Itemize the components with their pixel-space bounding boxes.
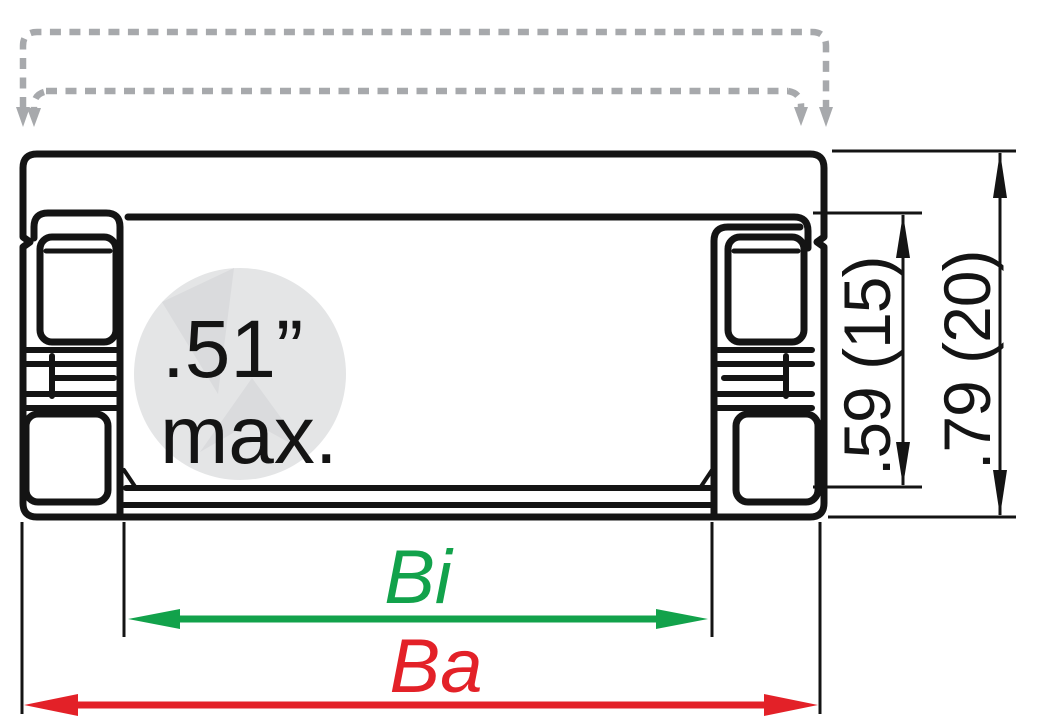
inner-width-ext-lines — [122, 522, 714, 637]
inner-width-arrow-right-icon — [656, 609, 708, 629]
watermark-facet-icon — [162, 268, 234, 394]
ghost-arrow-right-outer-icon — [819, 107, 833, 127]
ghost-arrow-left-inner-icon — [27, 108, 41, 127]
width-dimensions: Bi Ba — [20, 522, 822, 716]
shell-outline — [19, 150, 828, 521]
ghost-lid-left-curl — [30, 88, 46, 110]
ghost-lid-outline — [19, 28, 830, 108]
watermark-arrow-icon — [200, 378, 306, 452]
left-link-ribs — [23, 347, 121, 411]
right-link-neck — [721, 353, 789, 399]
opening-note — [134, 268, 346, 480]
ghost-lid-right-curl — [787, 87, 805, 110]
ghost-lid — [16, 28, 833, 127]
opening-note-text: .51” max. — [160, 304, 338, 481]
inner-height-label: .59 (15) — [830, 257, 904, 476]
inner-height-arrow-down-icon — [896, 442, 910, 486]
left-link-neck — [49, 353, 117, 399]
overall-height-arrow-up-icon — [993, 152, 1007, 198]
floor-chamfers — [122, 468, 714, 490]
overall-width-arrow-left-icon — [24, 694, 78, 716]
right-link-upper-pocket — [724, 233, 808, 346]
right-link-ribs — [715, 347, 815, 411]
overall-width-arrow-right-icon — [764, 694, 818, 716]
lid-hinge-left-wall — [30, 209, 124, 518]
height-dimensions: .59 (15) .79 (20) — [813, 149, 1016, 519]
inner-height-arrow-up-icon — [896, 214, 910, 258]
right-link-lower-pocket — [732, 410, 822, 506]
overall-width-ext-lines — [20, 522, 822, 714]
ghost-arrow-left-outer-icon — [16, 107, 30, 127]
chain-cross-section — [19, 150, 828, 521]
overall-width-label: Ba — [390, 624, 483, 709]
opening-note-line2: max. — [160, 390, 338, 481]
overall-height-label: .79 (20) — [930, 251, 1004, 470]
ghost-arrow-right-inner-icon — [794, 107, 808, 126]
lid-underside — [124, 213, 812, 252]
inner-width-arrow-left-icon — [128, 609, 180, 629]
opening-note-line1: .51” — [162, 304, 303, 395]
overall-height-arrow-down-icon — [993, 470, 1007, 516]
right-link-wall — [710, 223, 804, 518]
left-link-upper-pocket — [36, 233, 120, 346]
left-link-lower-pocket — [22, 410, 112, 506]
inner-width-label: Bi — [384, 535, 454, 620]
